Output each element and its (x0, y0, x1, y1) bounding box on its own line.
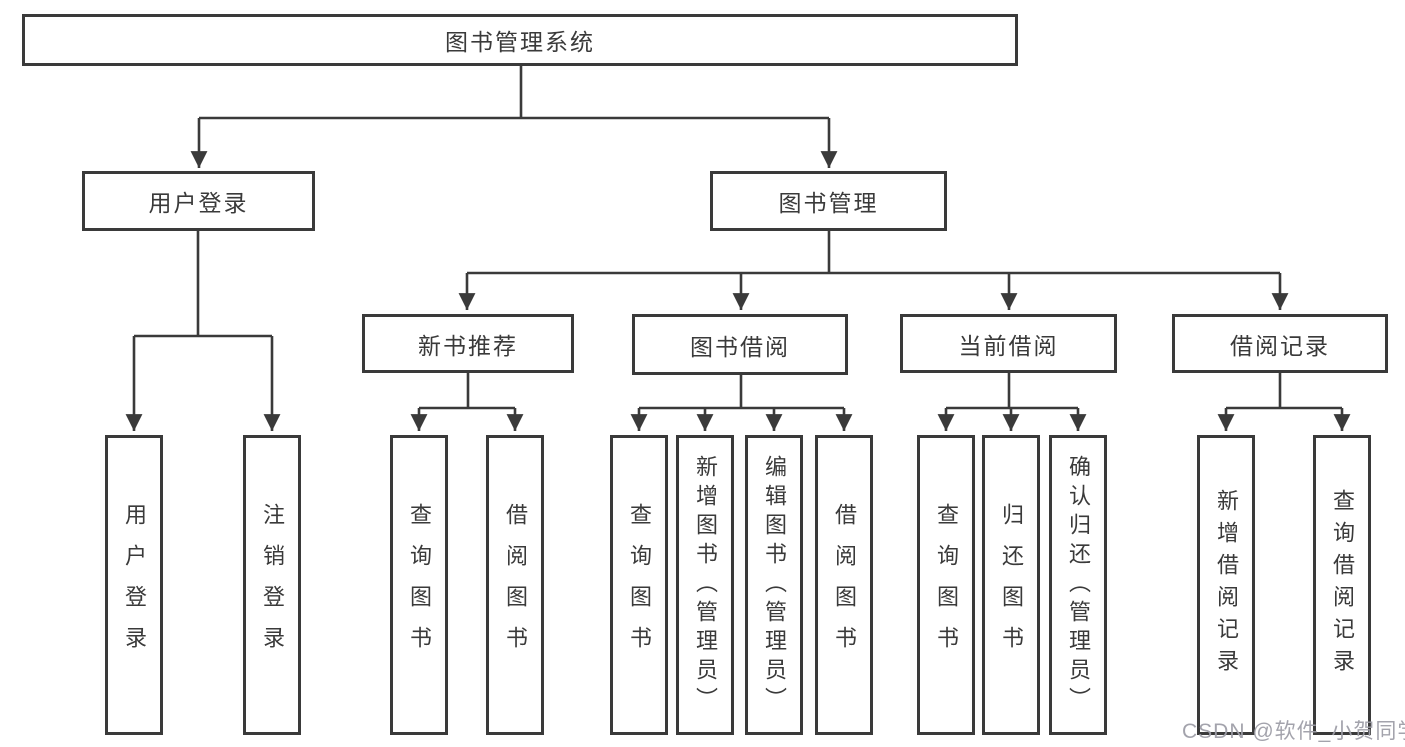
leaf-label: 用户登录 (122, 503, 147, 667)
node-library-management-system: 图书管理系统 (22, 14, 1018, 66)
leaf-query-borrow-record: 查询借阅记录 (1313, 435, 1371, 735)
leaf-logout: 注销登录 (243, 435, 301, 735)
leaf-edit-book-admin: 编辑图书（管理员） (745, 435, 803, 735)
leaf-label: 新增图书（管理员） (693, 454, 718, 716)
leaf-label: 归还图书 (999, 503, 1024, 667)
leaf-label: 查询图书 (934, 503, 959, 667)
leaf-user-login: 用户登录 (105, 435, 163, 735)
leaf-label: 确认归还（管理员） (1066, 454, 1091, 716)
leaf-label: 新增借阅记录 (1214, 489, 1239, 681)
leaf-query-books-recommend: 查询图书 (390, 435, 448, 735)
node-label: 图书管理 (778, 190, 879, 216)
node-current-borrowing: 当前借阅 (900, 314, 1117, 373)
leaf-borrow-books-borrowing: 借阅图书 (815, 435, 873, 735)
leaf-add-borrow-record: 新增借阅记录 (1197, 435, 1255, 735)
leaf-label: 查询图书 (407, 503, 432, 667)
leaf-label: 查询借阅记录 (1330, 489, 1355, 681)
leaf-return-book: 归还图书 (982, 435, 1040, 735)
leaf-label: 查询图书 (627, 503, 652, 667)
leaf-confirm-return-admin: 确认归还（管理员） (1049, 435, 1107, 735)
node-label: 图书管理系统 (445, 29, 595, 55)
leaf-query-books-borrowing: 查询图书 (610, 435, 668, 735)
csdn-watermark: CSDN @软件_小贺同学 (1182, 720, 1405, 743)
node-label: 新书推荐 (418, 332, 518, 359)
leaf-label: 借阅图书 (503, 503, 528, 667)
node-label: 借阅记录 (1230, 332, 1330, 359)
node-label: 用户登录 (148, 190, 249, 216)
leaf-label: 借阅图书 (832, 503, 857, 667)
node-user-login: 用户登录 (82, 171, 315, 231)
node-label: 图书借阅 (690, 333, 790, 360)
node-new-book-recommendation: 新书推荐 (362, 314, 574, 373)
leaf-label: 编辑图书（管理员） (762, 454, 787, 716)
node-book-management: 图书管理 (710, 171, 947, 231)
leaf-borrow-books-recommend: 借阅图书 (486, 435, 544, 735)
leaf-label: 注销登录 (260, 503, 285, 667)
leaf-query-books-current: 查询图书 (917, 435, 975, 735)
node-borrowing-records: 借阅记录 (1172, 314, 1388, 373)
connector-segments (125, 66, 1351, 431)
leaf-add-book-admin: 新增图书（管理员） (676, 435, 734, 735)
node-book-borrowing: 图书借阅 (632, 314, 848, 375)
node-label: 当前借阅 (958, 332, 1059, 359)
